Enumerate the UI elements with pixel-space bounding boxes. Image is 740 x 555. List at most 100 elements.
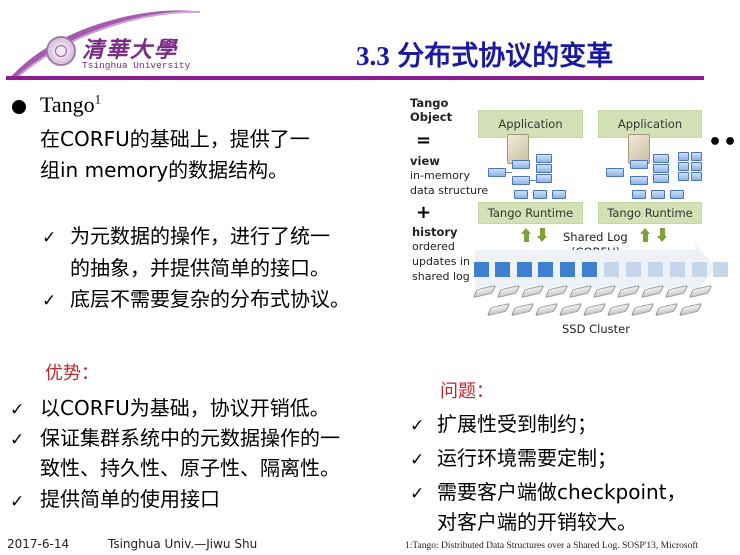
advantage-2-line-2: 致性、持久性、原子性、隔离性。 [40, 456, 340, 480]
problem-3-line-1: 需要客户端做checkpoint， [437, 480, 687, 504]
checkmark-icon: ✓ [10, 430, 25, 450]
footer-date: 2017-6-14 [7, 537, 70, 551]
ssd-drive-icon [654, 302, 679, 317]
tango-runtime-box-2: Tango Runtime [598, 202, 702, 224]
arrow-down-icon [537, 228, 547, 242]
ssd-drive-icon [582, 302, 607, 317]
title-text: 分布式协议的变革 [397, 41, 614, 71]
equals-symbol: = [416, 130, 432, 151]
memory-block [514, 190, 528, 199]
tango-architecture-diagram: Tango Object = view in-memory data struc… [400, 92, 740, 342]
problems-heading: 问题： [440, 381, 494, 402]
university-seal-icon [46, 36, 76, 66]
label-tango: Tango [410, 96, 449, 110]
arrow-down-icon [657, 228, 667, 242]
feature-2: 底层不需要复杂的分布式协议。 [70, 287, 350, 311]
label-in-memory: in-memory [410, 169, 470, 182]
advantage-2-line-1: 保证集群系统中的元数据操作的一 [40, 426, 340, 450]
arrow-up-icon [640, 228, 650, 242]
logo-english-name: Tsinghua University [82, 60, 191, 71]
header-arc-decoration [6, 10, 704, 81]
label-updates-in: updates in [412, 255, 471, 268]
label-ordered: ordered [412, 240, 455, 253]
arrow-up-icon [521, 228, 531, 242]
advantage-1: 以CORFU为基础，协议开销低。 [40, 396, 330, 420]
tango-description-line-1: 在CORFU的基础上，提供了一 [40, 127, 310, 151]
memory-block [533, 190, 547, 199]
memory-block [653, 164, 669, 173]
log-entry-filled [517, 262, 532, 277]
application-box-1: Application [478, 110, 583, 138]
memory-block [632, 190, 646, 199]
checkmark-icon: ✓ [42, 291, 57, 311]
tsinghua-logo: 清華大學 Tsinghua University [46, 36, 190, 76]
memory-block [512, 160, 530, 169]
checkmark-icon: ✓ [410, 416, 425, 436]
plus-symbol: + [416, 202, 432, 223]
application-box-2: Application [598, 110, 702, 138]
label-view: view [410, 154, 440, 168]
title-number: 3.3 [356, 41, 390, 71]
memory-block [651, 190, 665, 199]
problem-2: 运行环境需要定制； [437, 446, 617, 470]
memory-block [653, 174, 669, 183]
ssd-drive-icon [534, 302, 559, 317]
feature-1-line-2: 的抽象，并提供简单的接口。 [70, 256, 330, 280]
ssd-drive-icon [510, 302, 535, 317]
memory-block [606, 168, 624, 177]
link-line [506, 172, 512, 173]
ssd-drive-icon [486, 302, 511, 317]
memory-block [552, 190, 566, 199]
ssd-drive-icon [678, 302, 703, 317]
logo-chinese-name: 清華大學 [82, 37, 179, 63]
table-block [691, 172, 702, 181]
checkmark-icon: ✓ [10, 492, 25, 512]
more-clients-ellipsis: ••• [708, 130, 740, 155]
memory-block [536, 164, 552, 173]
checkmark-icon: ✓ [410, 450, 425, 470]
slide-header: 清華大學 Tsinghua University 3.3 分布式协议的变革 [0, 0, 740, 90]
page-title: 3.3 分布式协议的变革 [356, 34, 613, 73]
problem-3-line-2: 对客户端的开销较大。 [437, 510, 637, 534]
table-block [678, 152, 689, 161]
log-entry-filled [582, 262, 597, 277]
ssd-drive-icon [606, 302, 631, 317]
label-object: Object [410, 110, 453, 124]
memory-block [512, 176, 530, 185]
label-data-structure: data structure [410, 184, 489, 197]
bullet-dot-icon [12, 100, 26, 114]
label-shared-log: shared log [412, 270, 470, 283]
problem-1: 扩展性受到制约； [437, 412, 597, 436]
table-block [691, 152, 702, 161]
footer-author: Tsinghua Univ.—Jiwu Shu [108, 537, 258, 551]
log-entry-filled [495, 262, 510, 277]
link-line [530, 180, 536, 181]
log-entry-filled [474, 262, 489, 277]
label-ssd-cluster: SSD Cluster [562, 322, 630, 336]
tango-description-line-2: 组in memory的数据结构。 [40, 158, 289, 182]
log-entry-filled [560, 262, 575, 277]
feature-1-line-1: 为元数据的操作，进行了统一 [70, 224, 330, 248]
label-history: history [412, 225, 458, 239]
memory-block [536, 174, 552, 183]
memory-block [536, 154, 552, 163]
tango-label: Tango [40, 92, 95, 117]
checkmark-icon: ✓ [10, 400, 25, 420]
tango-runtime-box-1: Tango Runtime [478, 202, 583, 224]
tango-heading: Tango1 [40, 92, 101, 118]
log-entry-empty [670, 262, 685, 277]
checkmark-icon: ✓ [410, 484, 425, 504]
log-entry-empty [604, 262, 619, 277]
log-entry-empty [713, 262, 728, 277]
footnote-mark: 1 [94, 91, 102, 107]
table-block [678, 162, 689, 171]
checkmark-icon: ✓ [42, 228, 57, 248]
log-entry-filled [538, 262, 553, 277]
memory-block [630, 176, 648, 185]
log-entry-empty [692, 262, 707, 277]
ssd-drive-icon [558, 302, 583, 317]
advantage-3: 提供简单的使用接口 [40, 487, 220, 511]
memory-block [670, 190, 684, 199]
table-block [691, 162, 702, 171]
table-block [678, 172, 689, 181]
